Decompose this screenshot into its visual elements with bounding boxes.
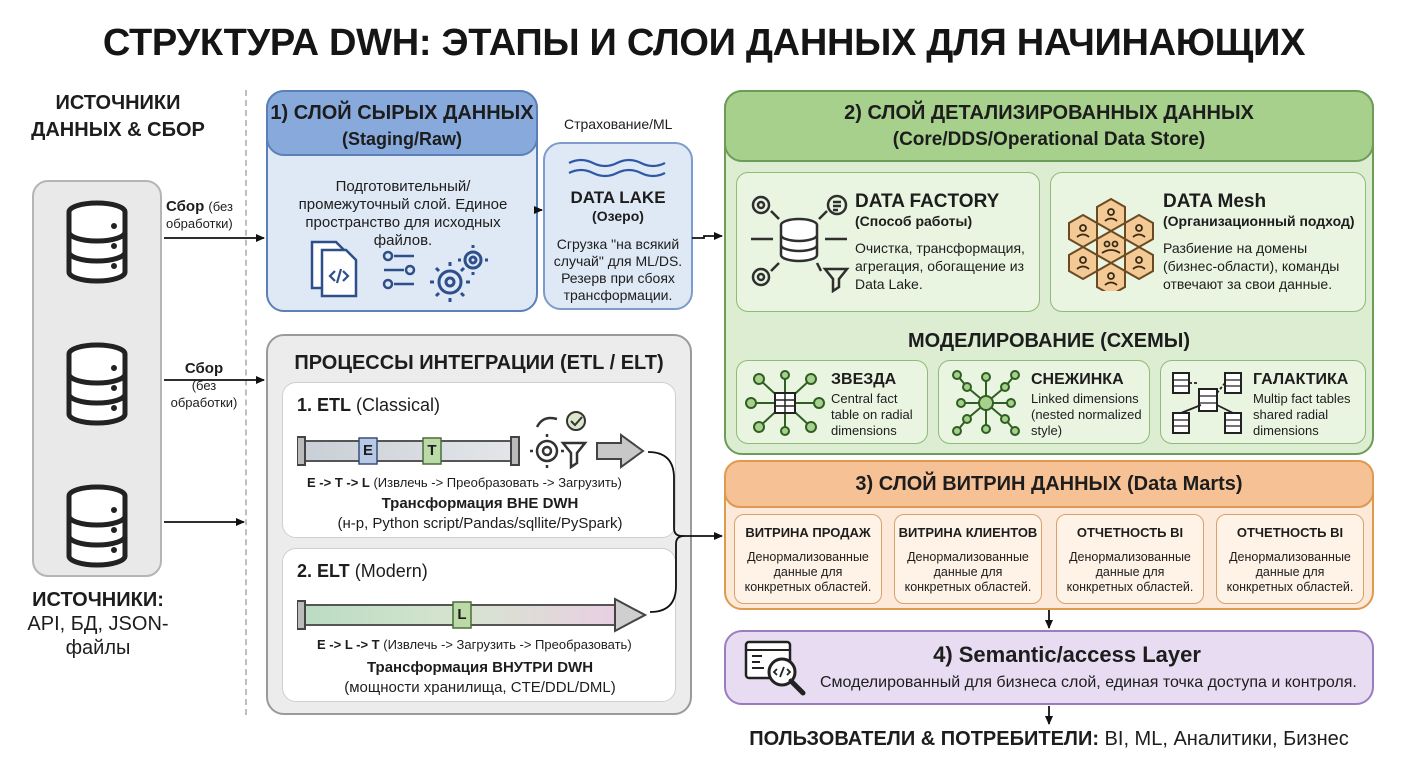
schema-snowflake-title: СНЕЖИНКА [1031,371,1124,388]
data-lake-title: DATA LAKE [570,188,666,207]
etl-pipeline [297,436,520,466]
mart-title: ВИТРИНА КЛИЕНТОВ [898,525,1038,540]
raw-layer-header: 1) СЛОЙ СЫРЫХ ДАННЫХ (Staging/Raw) [266,90,538,156]
arrow-etl-to-marts [647,451,723,540]
gears-icon [430,245,488,302]
raw-layer-subtitle: (Staging/Raw) [342,129,462,149]
modeling-title: МОДЕЛИРОВАНИЕ (СХЕМЫ) [907,330,1191,352]
mart-card-bi-1: ОТЧЕТНОСТЬ BI Денормализованные данные д… [1056,514,1204,604]
collect-label-1: Сбор (без обработки) [166,198,233,231]
integration-title: ПРОЦЕССЫ ИНТЕГРАЦИИ (ETL / ELT) [294,352,664,374]
database-icon [66,342,128,426]
schema-snowflake-description: Linked dimensions (nested normalized sty… [1031,391,1142,438]
raw-layer-box: 1) СЛОЙ СЫРЫХ ДАННЫХ (Staging/Raw) Подго… [266,90,538,312]
arrow-elt-to-marts [649,535,685,613]
etl-transform-title: Трансформация ВНЕ DWH [381,495,579,512]
etl-card: 1. ETL (Classical) E T E -> T -> [282,382,676,538]
dds-layer-title: 2) СЛОЙ ДЕТАЛИЗИРОВАННЫХ ДАННЫХ [844,102,1254,124]
etl-pipe-t: T [427,442,437,459]
sources-footer: ИСТОЧНИКИ: API, БД, JSON-файлы [27,589,169,659]
mart-description: Денормализованные данные для конкретных … [1066,550,1194,594]
mart-title: ОТЧЕТНОСТЬ BI [1236,525,1344,540]
schema-star-description: Central fact table on radial dimensions [831,391,913,438]
elt-card: 2. ELT (Modern) L E -> L -> T (Извлечь -… [282,548,676,702]
schema-galaxy-description: Multip fact tables shared radial dimensi… [1253,391,1351,438]
database-icon [66,200,128,284]
mart-title: ВИТРИНА ПРОДАЖ [745,525,871,540]
page-title: СТРУКТУРА DWH: ЭТАПЫ И СЛОИ ДАННЫХ ДЛЯ Н… [102,22,1306,64]
arrow-lake-to-dds [692,232,723,240]
code-file-icon [310,240,358,298]
schema-galaxy-title: ГАЛАКТИКА [1253,371,1349,388]
data-factory-description: Очистка, трансформация, агрегация, обога… [855,240,1025,292]
dds-layer-box: 2) СЛОЙ ДЕТАЛИЗИРОВАННЫХ ДАННЫХ (Core/DD… [724,90,1374,455]
arrow-right-icon [596,433,645,469]
data-marts-title: 3) СЛОЙ ВИТРИН ДАННЫХ (Data Marts) [855,473,1243,495]
mart-title: ОТЧЕТНОСТЬ BI [1076,525,1184,540]
mart-card-clients: ВИТРИНА КЛИЕНТОВ Денормализованные данны… [894,514,1042,604]
data-mesh-description: Разбиение на домены (бизнес-области), ко… [1163,240,1340,292]
etl-pipe-e: E [362,442,373,459]
schema-galaxy-card: ГАЛАКТИКА Multip fact tables shared radi… [1160,360,1366,444]
water-waves-icon [568,158,666,178]
mart-description: Денормализованные данные для конкретных … [1226,550,1354,594]
snowflake-schema-icon [952,370,1020,436]
etl-transform-note: (н-р, Python script/Pandas/sqllite/PySpa… [337,515,623,532]
data-mesh-subtitle: (Организационный подход) [1163,213,1355,229]
data-factory-title: DATA FACTORY [855,191,1000,212]
schema-snowflake-card: СНЕЖИНКА Linked dimensions (nested norma… [938,360,1150,444]
transform-filter-icon [530,411,588,470]
workflow-icon [382,250,416,290]
schema-star-title: ЗВЕЗДА [831,371,897,388]
etl-formula: E -> T -> L (Извлечь -> Преобразовать ->… [307,475,622,490]
database-icon [66,484,128,568]
elt-pipe-l: L [457,606,467,623]
sources-title: ИСТОЧНИКИ ДАННЫХ & СБОР [31,92,205,141]
elt-transform-title: Трансформация ВНУТРИ DWH [366,659,594,676]
data-marts-box: 3) СЛОЙ ВИТРИН ДАННЫХ (Data Marts) ВИТРИ… [724,460,1374,610]
mart-description: Денормализованные данные для конкретных … [904,550,1032,594]
data-lake-label: Страхование/ML [564,116,673,132]
data-mesh-card: DATA Mesh (Организационный подход) Разби… [1050,172,1366,312]
code-search-icon [744,640,806,696]
data-marts-header: 3) СЛОЙ ВИТРИН ДАННЫХ (Data Marts) [724,460,1374,508]
mart-description: Денормализованные данные для конкретных … [744,550,872,594]
consumers-line: ПОЛЬЗОВАТЕЛИ & ПОТРЕБИТЕЛИ: BI, ML, Анал… [749,728,1349,750]
data-mesh-icon [1068,197,1154,291]
mart-card-bi-2: ОТЧЕТНОСТЬ BI Денормализованные данные д… [1216,514,1364,604]
semantic-title: 4) Semantic/access Layer [933,642,1201,667]
dds-layer-header: 2) СЛОЙ ДЕТАЛИЗИРОВАННЫХ ДАННЫХ (Core/DD… [724,90,1374,162]
elt-transform-note: (мощности хранилища, CTE/DDL/DML) [344,679,616,696]
schema-star-card: ЗВЕЗДА Central fact table on radial dime… [736,360,928,444]
elt-title: 2. ELT (Modern) [297,561,428,581]
elt-formula: E -> L -> T (Извлечь -> Загрузить -> Пре… [317,637,632,652]
raw-layer-description: Подготовительный/ промежуточный слой. Ед… [298,178,508,249]
elt-pipeline [297,597,647,633]
data-mesh-title: DATA Mesh [1163,191,1267,212]
integration-box: ПРОЦЕССЫ ИНТЕГРАЦИИ (ETL / ELT) 1. ETL (… [266,334,692,715]
data-lake-subtitle: (Озеро) [592,208,644,224]
column-divider [245,90,247,715]
star-schema-icon [745,370,825,436]
etl-title: 1. ETL (Classical) [297,395,441,415]
data-factory-subtitle: (Способ работы) [855,213,973,229]
data-lake-description: Сгрузка "на всякий случай" для ML/DS. Ре… [553,236,683,303]
raw-layer-title: 1) СЛОЙ СЫРЫХ ДАННЫХ [270,102,534,124]
data-lake-box: DATA LAKE (Озеро) Сгрузка "на всякий слу… [543,142,693,310]
data-factory-icon [751,194,850,293]
semantic-layer-box: 4) Semantic/access Layer Смоделированный… [724,630,1374,705]
data-factory-card: DATA FACTORY (Способ работы) Очистка, тр… [736,172,1040,312]
collect-label-2: Сбор (без обработки) [170,360,238,410]
semantic-description: Смоделированный для бизнеса слой, единая… [820,674,1357,691]
galaxy-schema-icon [1172,372,1242,434]
mart-card-sales: ВИТРИНА ПРОДАЖ Денормализованные данные … [734,514,882,604]
dds-layer-subtitle: (Core/DDS/Operational Data Store) [892,129,1206,150]
